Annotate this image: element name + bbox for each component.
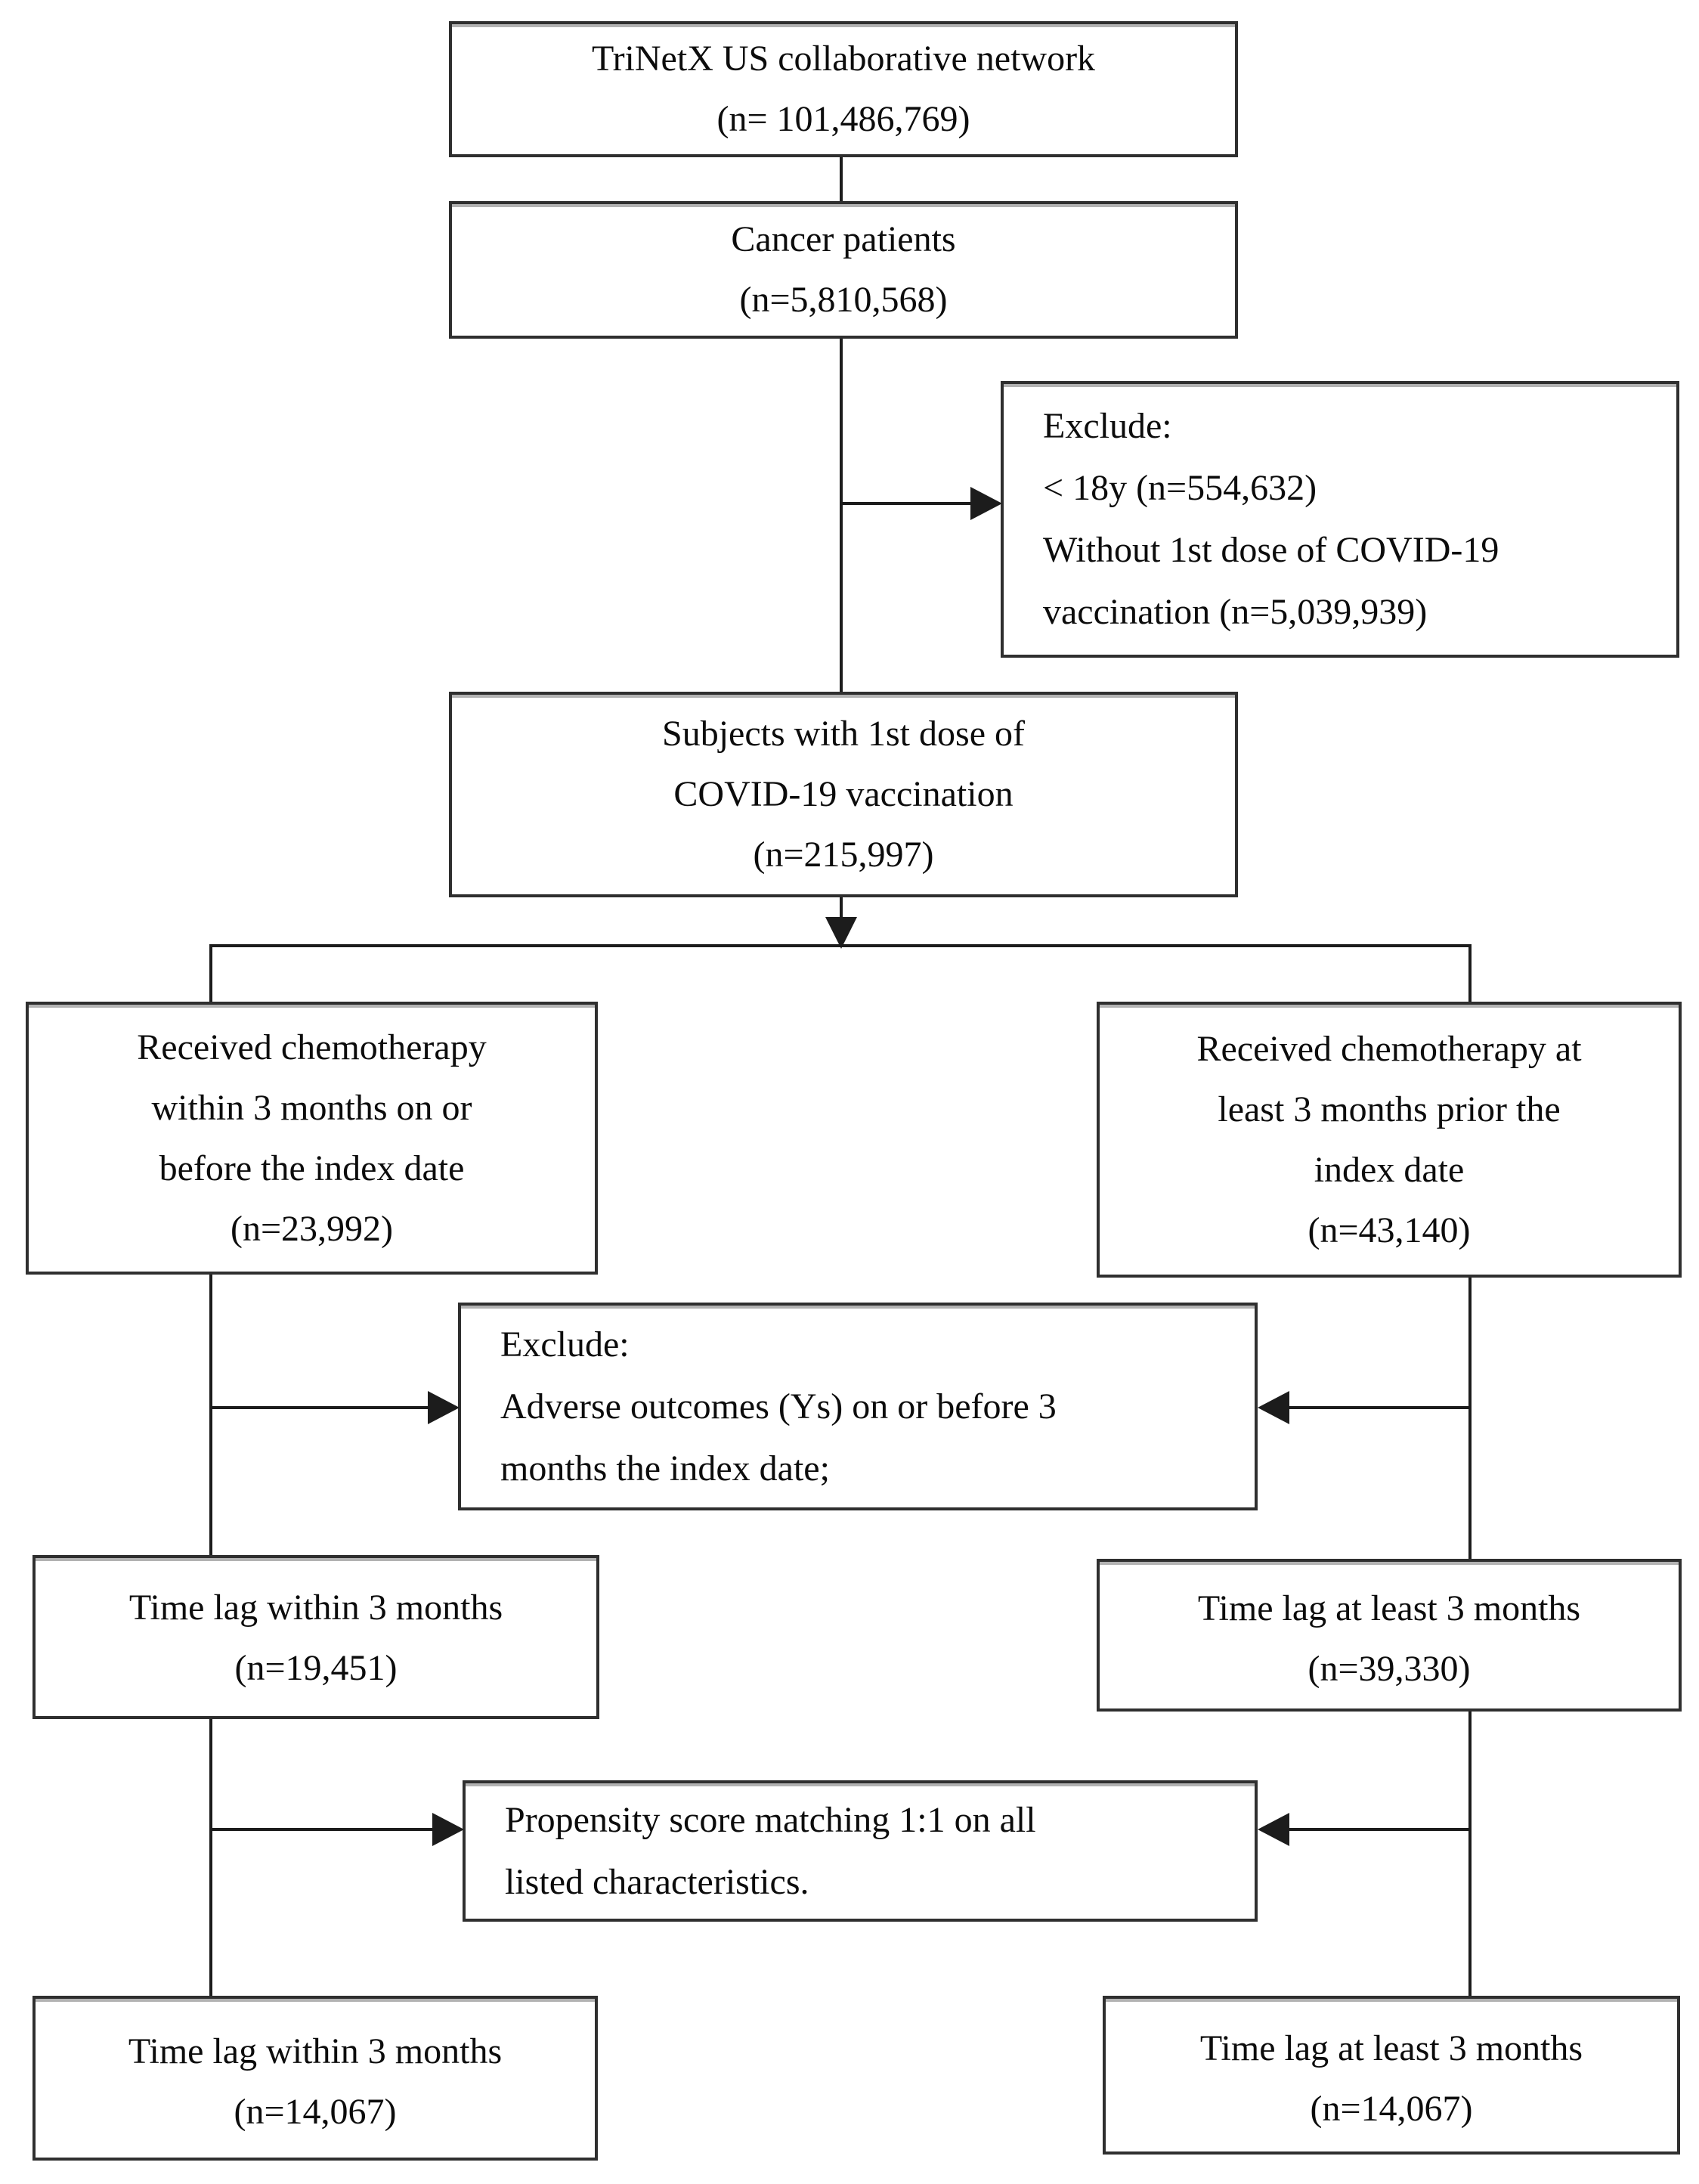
- connector-lag-atleast-to-matched: [1468, 1712, 1472, 1996]
- node-text-line: (n=39,330): [1308, 1649, 1471, 1689]
- node-cancer-patients: Cancer patients (n=5,810,568): [449, 201, 1238, 339]
- node-exclude-age-unvaccinated: Exclude: < 18y (n=554,632) Without 1st d…: [1001, 381, 1679, 658]
- node-text-line: months the index date;: [500, 1448, 830, 1489]
- node-time-lag-at-least: Time lag at least 3 months (n=39,330): [1097, 1559, 1682, 1712]
- connector-psm-right-tail: [1288, 1828, 1470, 1831]
- arrowhead-down-split: [825, 917, 857, 949]
- node-text-line: Time lag within 3 months: [128, 1588, 503, 1628]
- node-exclude-adverse-outcomes: Exclude: Adverse outcomes (Ys) on or bef…: [458, 1303, 1258, 1510]
- node-text-line: within 3 months on or: [151, 1087, 472, 1128]
- node-text-line: (n=43,140): [1308, 1210, 1471, 1250]
- arrowhead-into-exclude2-left: [428, 1391, 460, 1424]
- connector-chemo-within-to-lag: [209, 1275, 212, 1555]
- node-text-line: (n=14,067): [1310, 2089, 1473, 2129]
- node-text-line: (n= 101,486,769): [716, 99, 970, 139]
- node-text-line: Subjects with 1st dose of: [662, 714, 1025, 754]
- node-text-line: least 3 months prior the: [1218, 1089, 1561, 1129]
- node-text-line: TriNetX US collaborative network: [591, 39, 1096, 79]
- node-vaccinated-subjects: Subjects with 1st dose of COVID-19 vacci…: [449, 692, 1238, 897]
- connector-exclude1-tail: [841, 502, 972, 505]
- node-text-line: (n=19,451): [234, 1648, 398, 1688]
- node-time-lag-at-least-matched: Time lag at least 3 months (n=14,067): [1103, 1996, 1680, 2155]
- node-text-line: (n=14,067): [234, 2092, 397, 2132]
- node-text-line: (n=23,992): [230, 1208, 394, 1249]
- node-text-line: Exclude:: [500, 1324, 630, 1365]
- connector-chemo-prior-to-lag: [1468, 1278, 1472, 1559]
- node-text-line: Received chemotherapy at: [1196, 1028, 1582, 1069]
- node-text-line: (n=215,997): [753, 835, 934, 875]
- connector-cancer-to-vaccinated: [840, 339, 843, 692]
- arrowhead-into-exclude2-right: [1258, 1391, 1289, 1424]
- connector-branch-split-bar: [209, 944, 1472, 947]
- connector-exclude2-right-tail: [1288, 1406, 1470, 1409]
- arrowhead-into-exclude1: [970, 487, 1002, 520]
- connector-vaccinated-to-split: [840, 897, 843, 920]
- node-trinetx-network: TriNetX US collaborative network (n= 101…: [449, 21, 1238, 157]
- connector-network-to-cancer: [840, 157, 843, 201]
- node-text-line: Cancer patients: [731, 219, 956, 259]
- connector-split-to-chemo-within: [209, 944, 212, 1002]
- node-text-line: < 18y (n=554,632): [1043, 468, 1317, 508]
- connector-psm-left-tail: [211, 1828, 434, 1831]
- node-text-line: Received chemotherapy: [137, 1027, 487, 1067]
- node-text-line: Propensity score matching 1:1 on all: [505, 1799, 1036, 1840]
- node-text-line: Without 1st dose of COVID-19: [1043, 530, 1499, 570]
- node-text-line: COVID-19 vaccination: [673, 774, 1014, 814]
- node-text-line: listed characteristics.: [505, 1861, 809, 1902]
- connector-exclude2-left-tail: [211, 1406, 429, 1409]
- connector-lag-within-to-matched: [209, 1719, 212, 1996]
- node-text-line: Time lag at least 3 months: [1199, 2028, 1583, 2068]
- node-chemo-within-3-months: Received chemotherapy within 3 months on…: [26, 1002, 598, 1275]
- node-text-line: (n=5,810,568): [739, 280, 948, 320]
- node-text-line: Adverse outcomes (Ys) on or before 3: [500, 1386, 1057, 1427]
- node-text-line: Time lag within 3 months: [128, 2031, 503, 2071]
- node-propensity-score-matching: Propensity score matching 1:1 on all lis…: [463, 1780, 1258, 1922]
- node-text-line: Time lag at least 3 months: [1197, 1588, 1581, 1628]
- node-text-line: vaccination (n=5,039,939): [1043, 592, 1428, 632]
- node-chemo-at-least-3-months: Received chemotherapy at least 3 months …: [1097, 1002, 1682, 1278]
- arrowhead-into-psm-left: [432, 1813, 464, 1846]
- node-text-line: index date: [1314, 1149, 1465, 1190]
- node-time-lag-within: Time lag within 3 months (n=19,451): [32, 1555, 599, 1719]
- node-text-line: before the index date: [159, 1148, 465, 1188]
- node-time-lag-within-matched: Time lag within 3 months (n=14,067): [32, 1996, 598, 2161]
- node-text-line: Exclude:: [1043, 406, 1172, 446]
- connector-split-to-chemo-prior: [1468, 944, 1472, 1002]
- arrowhead-into-psm-right: [1258, 1813, 1289, 1846]
